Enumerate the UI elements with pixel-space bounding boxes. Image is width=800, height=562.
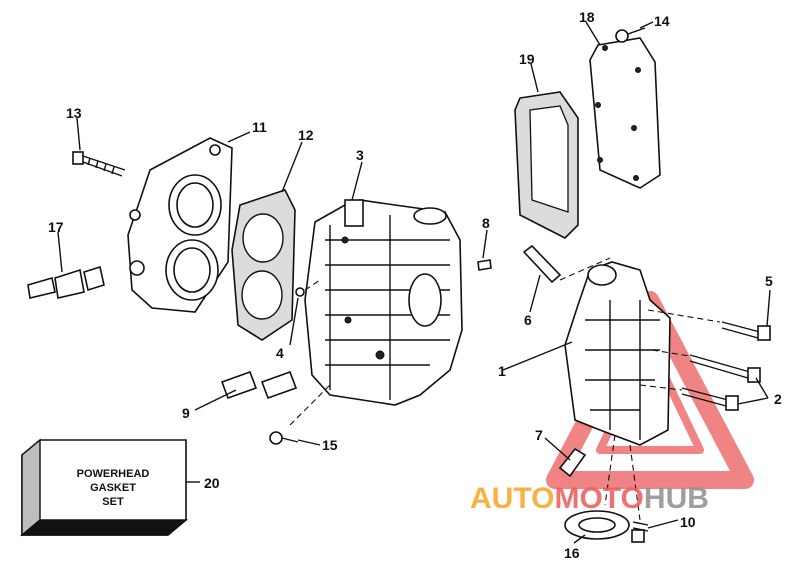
part-seal-plate	[564, 510, 630, 540]
part-screw-10	[631, 521, 649, 543]
callout-5: 5	[765, 273, 773, 289]
part-bolt-5	[721, 321, 771, 341]
part-spark-plug	[27, 265, 105, 299]
callout-9: 9	[182, 405, 190, 421]
callout-1: 1	[498, 363, 506, 379]
callout-15: 15	[322, 437, 338, 453]
svg-text:AUTOMOTOHUB: AUTOMOTOHUB	[470, 482, 709, 515]
callout-14: 14	[654, 13, 670, 29]
callout-19: 19	[519, 51, 535, 67]
part-pin-8	[477, 259, 492, 271]
part-head-gasket	[231, 189, 296, 341]
callout-11: 11	[252, 119, 267, 135]
watermark-auto: AUTO	[470, 482, 554, 515]
box-line-2: GASKET	[90, 482, 136, 494]
part-bolt-13	[72, 151, 126, 177]
callout-18: 18	[579, 9, 595, 25]
part-cylinder-head	[127, 137, 233, 313]
gasket-set-box: POWERHEAD GASKET SET	[20, 438, 188, 537]
callout-6: 6	[524, 312, 532, 328]
watermark-text: AUTOMOTOHUB	[470, 482, 709, 515]
callout-8: 8	[482, 215, 490, 231]
watermark-hub: HUB	[644, 482, 709, 515]
callout-17: 17	[48, 219, 64, 235]
callout-3: 3	[356, 147, 364, 163]
assembly-lines	[289, 257, 721, 521]
callout-7: 7	[535, 427, 543, 443]
callout-13: 13	[66, 105, 82, 121]
callout-12: 12	[298, 127, 314, 143]
callout-4: 4	[276, 345, 284, 361]
callout-20: 20	[204, 475, 220, 491]
leader-lines	[57, 21, 771, 544]
box-line-3: SET	[102, 496, 124, 508]
box-line-1: POWERHEAD	[77, 468, 150, 480]
part-cover-plate	[589, 37, 661, 189]
part-pin-6	[522, 244, 562, 284]
part-check-ball	[295, 287, 305, 297]
part-screw-15	[269, 431, 299, 445]
callout-16: 16	[564, 545, 580, 561]
part-screw-14	[615, 27, 646, 43]
part-dowel-pins	[220, 370, 298, 400]
part-bolts-2	[681, 354, 761, 411]
part-pin-7	[558, 447, 587, 478]
part-cover-gasket	[514, 91, 579, 239]
callout-labels: 1 2 3 4 5 6 7 8 9 10 11 12 13 14 15 16 1…	[48, 9, 782, 561]
watermark-moto: MOTO	[554, 482, 643, 515]
callout-2: 2	[774, 391, 782, 407]
callout-10: 10	[680, 514, 696, 530]
part-crankcase-cover	[564, 261, 671, 446]
part-cylinder-block	[304, 199, 463, 406]
